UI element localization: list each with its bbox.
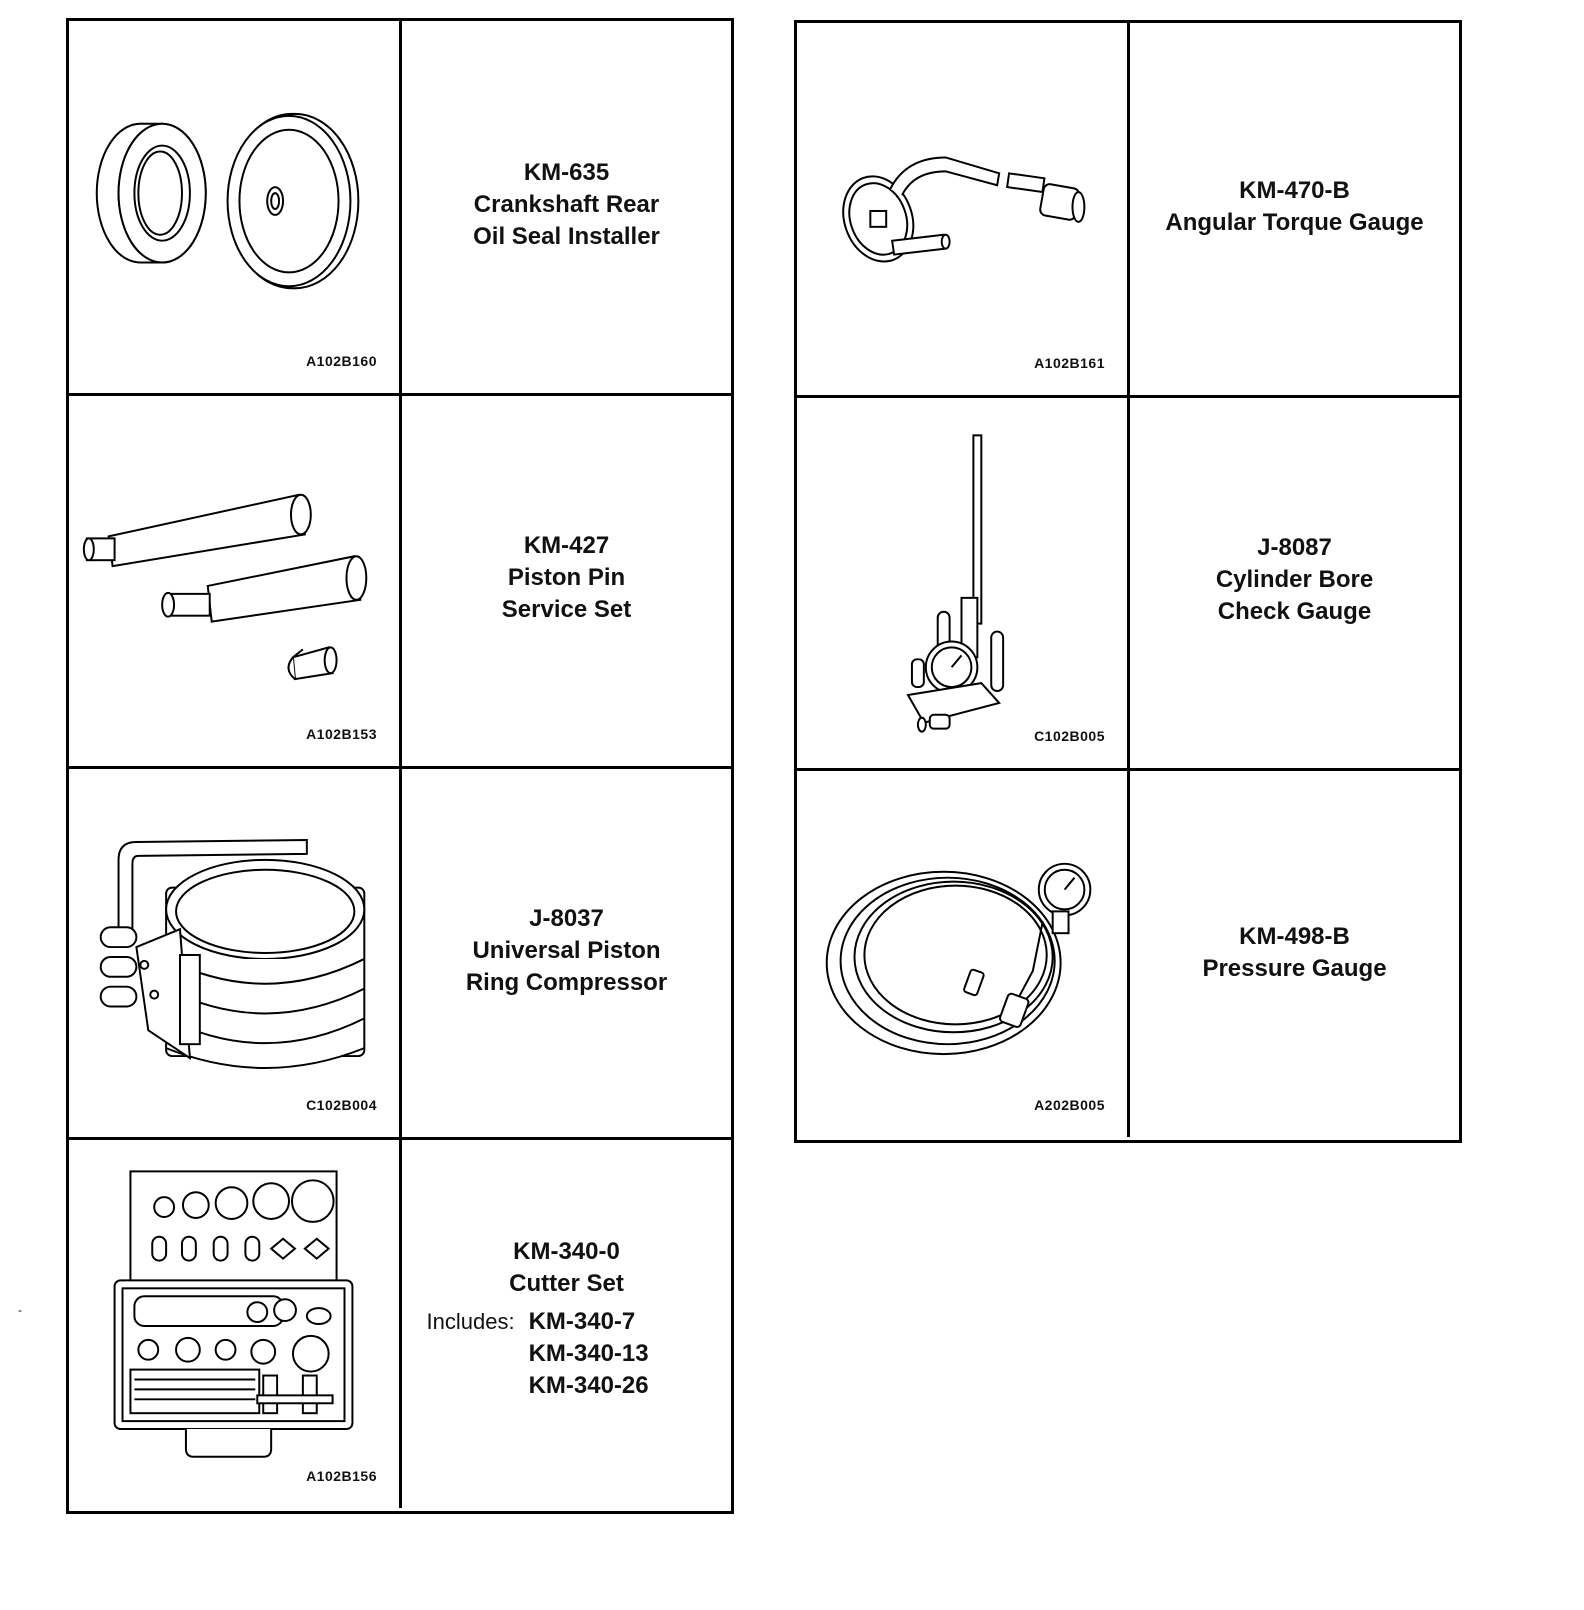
tool-name-line: Service Set [501, 596, 632, 623]
tool-row: A202B005 KM-498-B Pressure Gauge [797, 771, 1459, 1137]
tool-image-cell: A102B156 [69, 1140, 402, 1508]
included-tool: KM-340-26 [528, 1372, 649, 1399]
included-tool: KM-340-7 [528, 1308, 636, 1335]
tool-number: KM-470-B [1239, 177, 1350, 204]
right-tool-table: A102B161 KM-470-B Angular Torque Gauge [794, 20, 1462, 1143]
tool-description: KM-635 Crankshaft Rear Oil Seal Installe… [402, 21, 731, 529]
row-divider [69, 1137, 731, 1140]
tool-name-line: Universal Piston [472, 937, 661, 964]
tool-row: A102B153 KM-427 Piston Pin Service Set [69, 396, 731, 766]
tool-name-line: Check Gauge [1217, 598, 1372, 625]
tool-number: KM-635 [523, 159, 610, 186]
oil-seal-installer-icon [95, 112, 360, 290]
includes-list: KM-340-7 KM-340-13 KM-340-26 [529, 1306, 649, 1402]
tool-image-cell: C102B005 [797, 398, 1130, 768]
row-divider [69, 393, 731, 396]
tool-number: KM-340-0 [513, 1238, 620, 1265]
figure-code: A102B156 [306, 1468, 377, 1484]
figure-code: A102B161 [1034, 355, 1105, 371]
figure-code: A102B153 [306, 726, 377, 742]
tool-image-cell: A102B153 [69, 396, 402, 766]
tool-image-cell: A102B161 [797, 23, 1130, 395]
bore-gauge-icon [906, 434, 1005, 733]
stray-mark: - [18, 1303, 22, 1317]
ring-compressor-icon [99, 839, 366, 1069]
row-divider [69, 766, 731, 769]
angular-torque-gauge-icon [842, 156, 1086, 263]
tool-name-line: Cutter Set [509, 1270, 624, 1297]
cutter-set-case-icon [113, 1170, 354, 1458]
tool-description: J-8087 Cylinder Bore Check Gauge [1130, 398, 1459, 902]
figure-code: C102B004 [306, 1097, 377, 1113]
tool-row: A102B161 KM-470-B Angular Torque Gauge [797, 23, 1459, 395]
includes-label: Includes: [426, 1309, 515, 1334]
tool-description: KM-498-B Pressure Gauge [1130, 771, 1459, 1287]
left-tool-table: A102B160 KM-635 Crankshaft Rear Oil Seal… [66, 18, 734, 1514]
tool-row: A102B160 KM-635 Crankshaft Rear Oil Seal… [69, 21, 731, 393]
row-divider [797, 395, 1459, 398]
tool-name-line: Pressure Gauge [1202, 955, 1387, 982]
tool-row: C102B004 J-8037 Universal Piston Ring Co… [69, 769, 731, 1137]
pressure-gauge-hose-icon [825, 862, 1092, 1056]
tool-row: A102B156 KM-340-0 Cutter Set Includes: K… [69, 1140, 731, 1508]
row-divider [797, 768, 1459, 771]
tool-image-cell: A102B160 [69, 21, 402, 393]
figure-code: C102B005 [1034, 728, 1105, 744]
tool-number: J-8087 [1257, 534, 1332, 561]
tool-number: KM-498-B [1239, 923, 1350, 950]
tool-name-line: Crankshaft Rear [473, 191, 660, 218]
tool-description: KM-470-B Angular Torque Gauge [1130, 23, 1459, 547]
tool-image-cell: C102B004 [69, 769, 402, 1137]
tool-number: J-8037 [529, 905, 604, 932]
tool-name-line: Angular Torque Gauge [1165, 209, 1424, 236]
included-tool: KM-340-13 [528, 1340, 649, 1367]
figure-code: A202B005 [1034, 1097, 1105, 1113]
tool-name-line: Piston Pin [507, 564, 626, 591]
includes-block: Includes: KM-340-7 KM-340-13 KM-340-26 [427, 1306, 707, 1402]
tool-description: KM-427 Piston Pin Service Set [402, 396, 731, 900]
tool-name-line: Cylinder Bore [1215, 566, 1374, 593]
tool-name-line: Oil Seal Installer [473, 223, 660, 250]
tool-name-line: Ring Compressor [465, 969, 668, 996]
tool-row: C102B005 J-8087 Cylinder Bore Check Gaug… [797, 398, 1459, 768]
figure-code: A102B160 [306, 353, 377, 369]
tool-number: KM-427 [523, 532, 610, 559]
piston-pin-set-icon [82, 493, 368, 681]
tool-description: KM-340-0 Cutter Set Includes: KM-340-7 K… [402, 1140, 731, 1604]
tool-image-cell: A202B005 [797, 771, 1130, 1137]
tool-description: J-8037 Universal Piston Ring Compressor [402, 769, 731, 1271]
